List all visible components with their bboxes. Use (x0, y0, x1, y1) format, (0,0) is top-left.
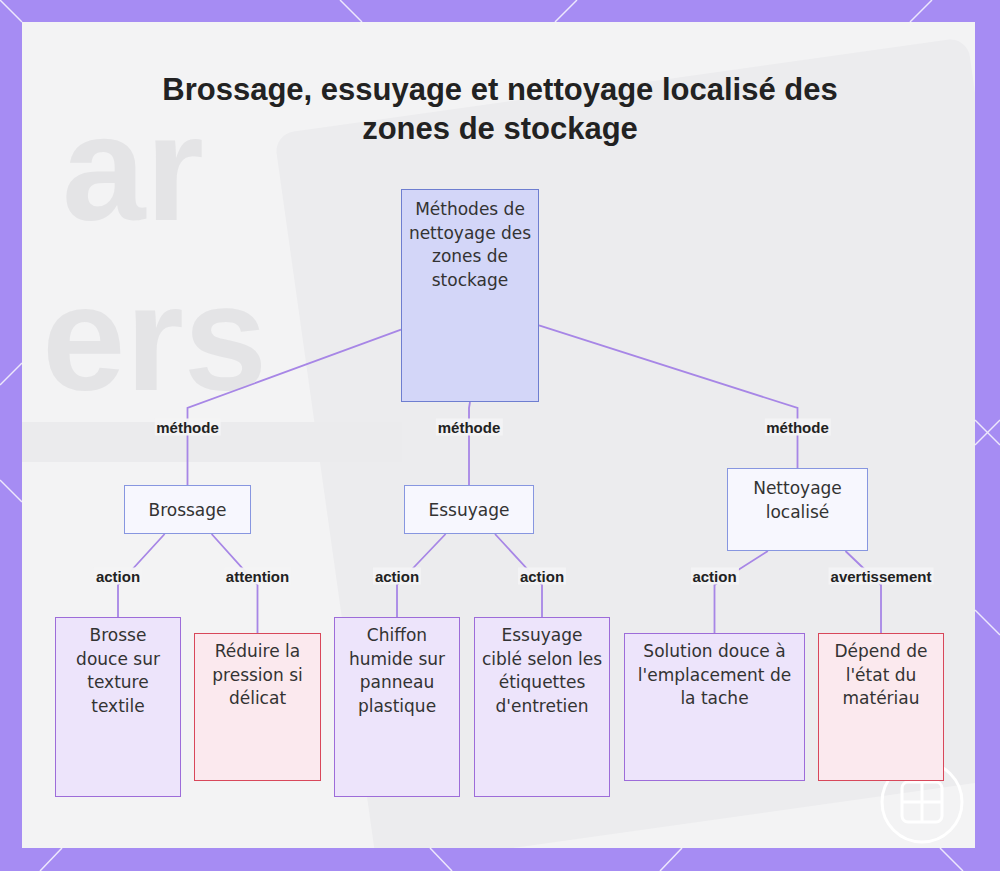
action-box: Chiffon humide sur panneau plastique (334, 617, 460, 797)
node-text: Nettoyage localisé (734, 477, 861, 524)
node-text: Brosse douce sur texture textile (62, 624, 174, 718)
connector-line (715, 551, 768, 633)
watermark-text: ar (62, 82, 204, 255)
connector-line (188, 330, 402, 485)
edge-label: méthode (436, 419, 503, 436)
action-box: Brosse douce sur texture textile (55, 617, 181, 797)
node-text: Méthodes de nettoyage des zones de stock… (408, 198, 532, 292)
node-text: Réduire la pression si délicat (201, 640, 314, 711)
node-text: Brossage (148, 499, 226, 523)
edge-label: action (373, 568, 421, 585)
connector-line (539, 325, 798, 468)
edge-label: méthode (154, 419, 221, 436)
edge-label: action (94, 568, 142, 585)
connector-line (469, 402, 470, 485)
method-box: Brossage (124, 485, 251, 534)
node-text: Essuyage ciblé selon les étiquettes d'en… (481, 624, 603, 718)
edge-label: méthode (764, 419, 831, 436)
warning-box: Dépend de l'état du matériau (818, 633, 944, 781)
node-text: Dépend de l'état du matériau (825, 640, 937, 711)
edge-label: action (518, 568, 566, 585)
edge-label: action (690, 568, 738, 585)
method-box: Essuyage (404, 485, 534, 534)
diagram-title: Brossage, essuyage et nettoyage localisé… (150, 70, 850, 148)
node-text: Essuyage (429, 499, 510, 523)
node-text: Solution douce à l'emplacement de la tac… (631, 640, 798, 711)
action-box: Essuyage ciblé selon les étiquettes d'en… (474, 617, 610, 797)
connector-line (845, 551, 881, 633)
watermark-text: ers (42, 252, 267, 425)
edge-label: avertissement (829, 568, 934, 585)
action-box: Solution douce à l'emplacement de la tac… (624, 633, 805, 781)
edge-label: attention (224, 568, 291, 585)
root-box: Méthodes de nettoyage des zones de stock… (401, 189, 539, 402)
node-text: Chiffon humide sur panneau plastique (341, 624, 453, 718)
method-box: Nettoyage localisé (727, 468, 868, 551)
warning-box: Réduire la pression si délicat (194, 633, 321, 781)
